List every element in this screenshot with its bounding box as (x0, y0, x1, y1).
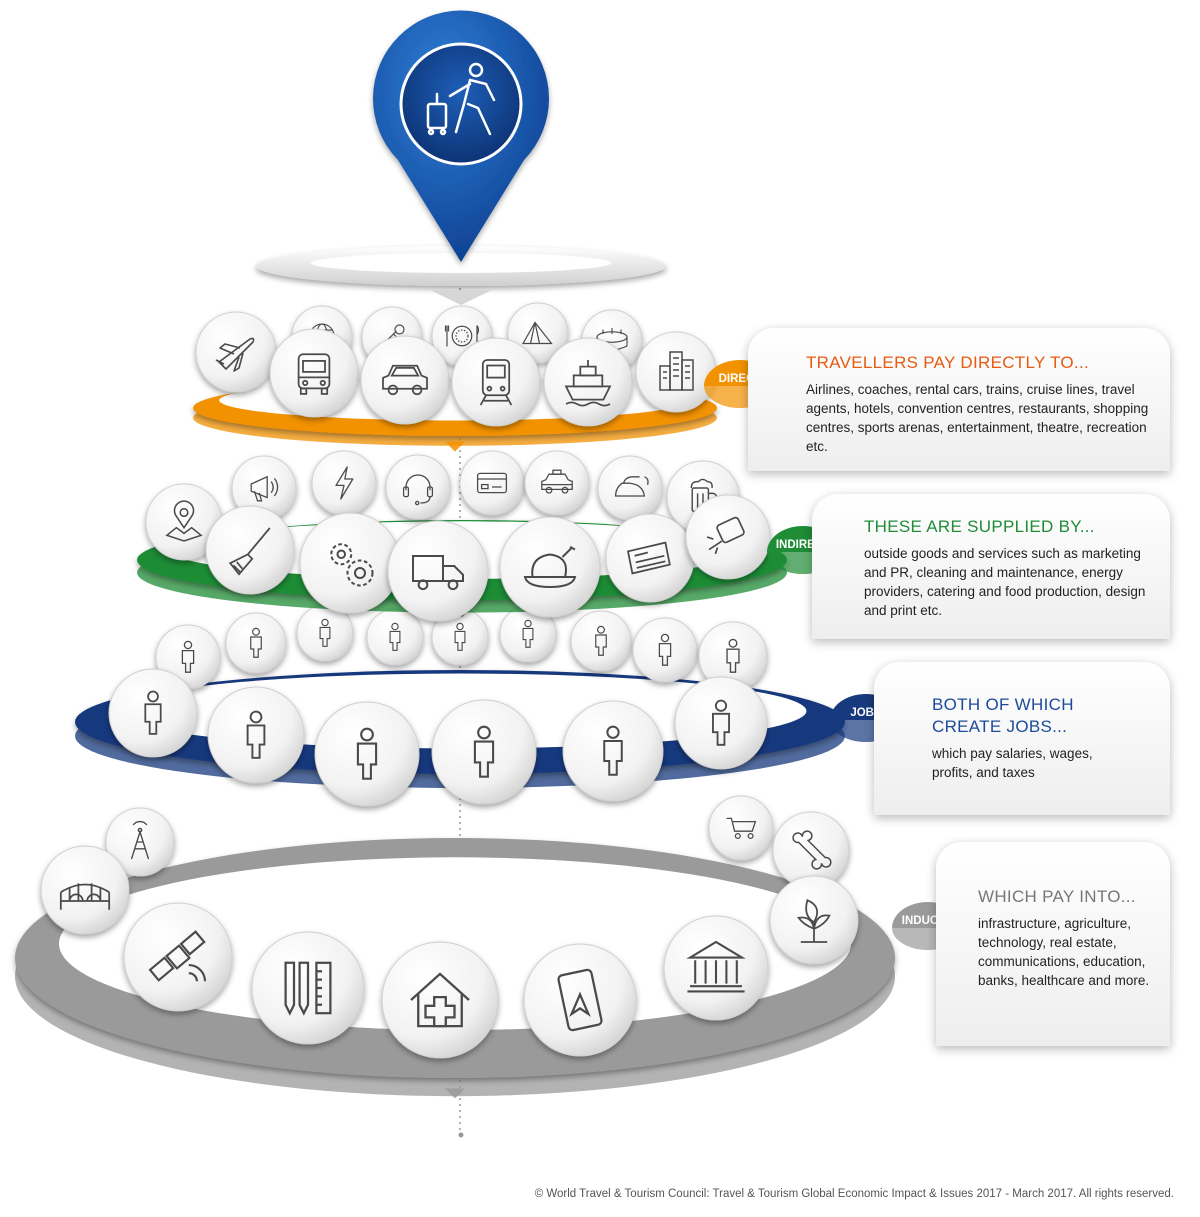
lightning-icon (311, 450, 377, 516)
level-direct: DIRECT (193, 302, 776, 452)
level-induced: INDUCED (15, 795, 964, 1099)
ring-direct-notch (445, 441, 465, 452)
iron-icon (597, 455, 663, 521)
person-icon (296, 604, 354, 662)
person-icon (431, 699, 537, 805)
card-induced: WHICH PAY INTO... infrastructure, agricu… (936, 842, 1170, 1046)
card-direct: TRAVELLERS PAY DIRECTLY TO... Airlines, … (748, 328, 1170, 471)
ring-induced-notch (445, 1088, 465, 1099)
traveller-with-luggage-icon (426, 62, 496, 136)
bank-icon (663, 915, 769, 1021)
satellite-icon (123, 902, 233, 1012)
person-icon (108, 668, 198, 758)
power-plug-icon (685, 494, 771, 580)
headset-icon (385, 454, 451, 520)
delivery-truck-icon (387, 520, 489, 622)
level-jobs: JOBS (75, 604, 902, 807)
coach-bus-icon (269, 328, 359, 418)
card-jobs-body: which pay salaries, wages, profits, and … (932, 746, 1093, 780)
person-icon (674, 676, 768, 770)
person-icon (225, 612, 287, 674)
rental-car-icon (360, 335, 450, 425)
card-jobs: BOTH OF WHICH CREATE JOBS... which pay s… (874, 662, 1170, 815)
person-icon (562, 700, 664, 802)
card-indirect: THESE ARE SUPPLIED BY... outside goods a… (812, 494, 1170, 639)
bridge-icon (40, 845, 130, 935)
person-icon (632, 617, 698, 683)
card-induced-body: infrastructure, agriculture, technology,… (978, 916, 1150, 988)
card-direct-body: Airlines, coaches, rental cars, trains, … (806, 382, 1149, 454)
broom-icon (205, 505, 295, 595)
plant-icon (769, 875, 859, 965)
roast-chicken-icon (499, 516, 601, 618)
train-icon (451, 337, 541, 427)
shopping-cart-icon (708, 795, 774, 861)
card-direct-heading: TRAVELLERS PAY DIRECTLY TO... (806, 353, 1089, 372)
airplane-icon (195, 311, 277, 393)
gears-icon (299, 512, 401, 614)
axis-end-dot (458, 1132, 464, 1138)
credit-card-icon (459, 450, 525, 516)
person-icon (314, 701, 420, 807)
card-indirect-body: outside goods and services such as marke… (864, 546, 1146, 618)
top-disc-inner (311, 253, 611, 273)
location-pin (372, 10, 550, 263)
card-induced-heading: WHICH PAY INTO... (978, 887, 1136, 906)
copyright-footer: © World Travel & Tourism Council: Travel… (534, 1188, 1174, 1200)
level-indirect: INDIRECT (137, 450, 839, 622)
smartphone-navigation-icon (523, 943, 637, 1057)
person-icon (207, 686, 305, 784)
person-icon (366, 608, 424, 666)
card-jobs-heading: BOTH OF WHICH CREATE JOBS... (932, 695, 1074, 736)
radio-tower-icon (105, 807, 175, 877)
cruise-ship-icon (543, 337, 633, 427)
person-icon (570, 610, 632, 672)
pencils-ruler-icon (251, 931, 365, 1045)
card-indirect-heading: THESE ARE SUPPLIED BY... (864, 517, 1095, 536)
newspaper-icon (605, 513, 695, 603)
hospital-icon (381, 941, 499, 1059)
taxi-icon (524, 450, 590, 516)
city-buildings-icon (635, 331, 717, 413)
